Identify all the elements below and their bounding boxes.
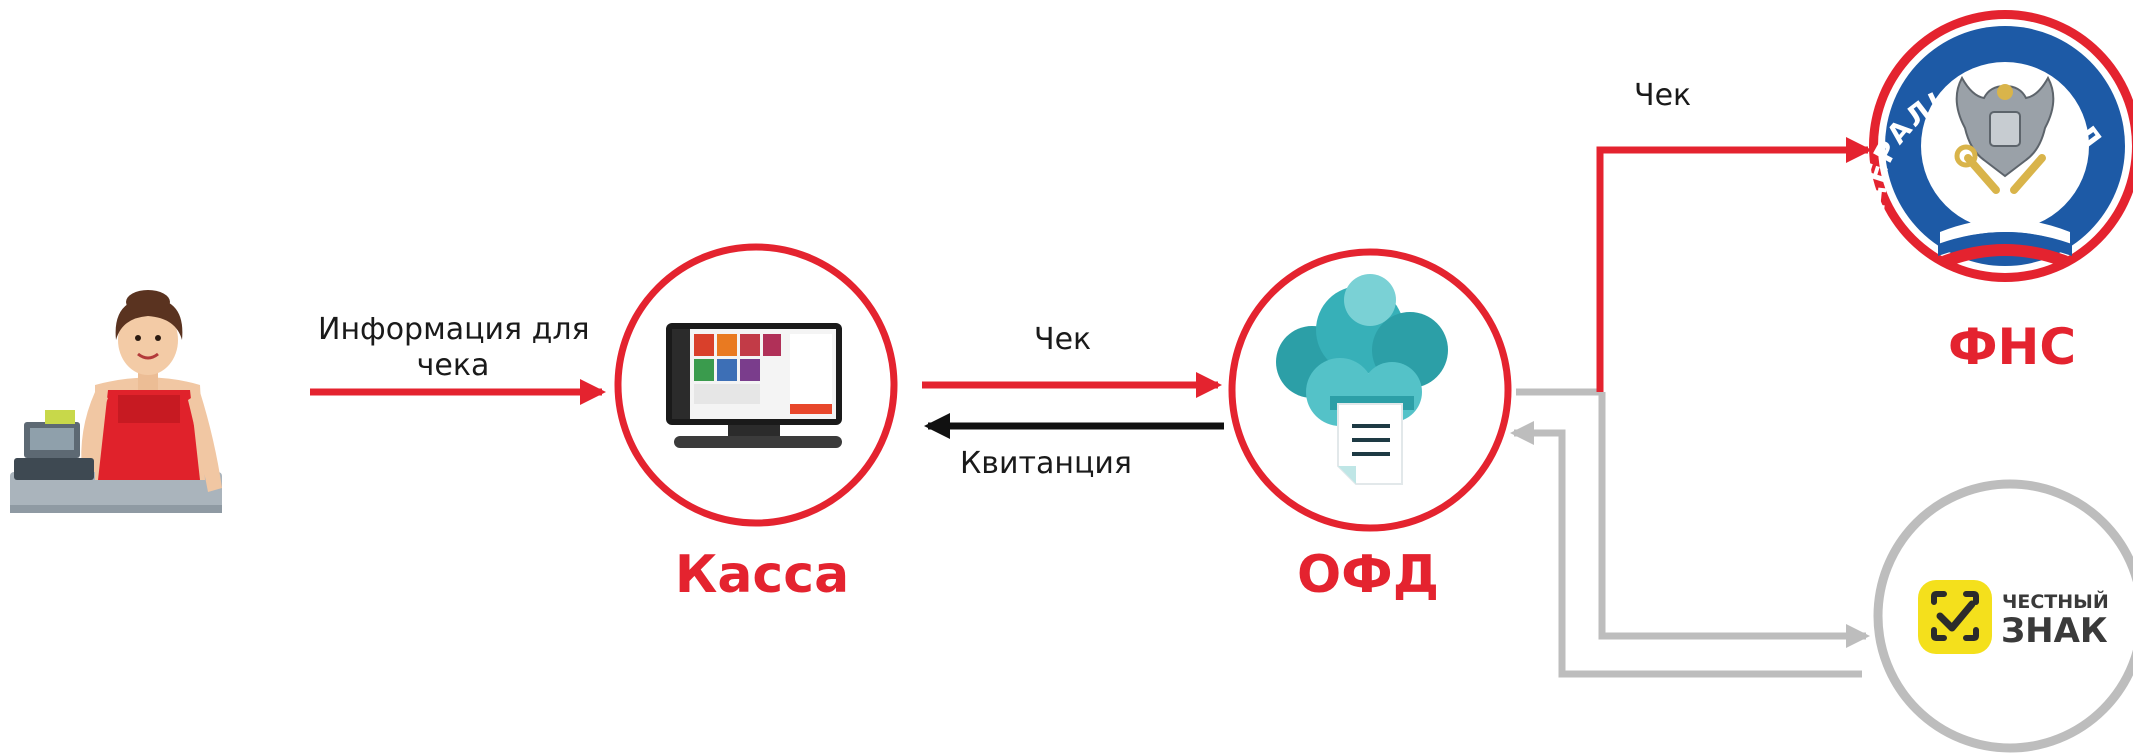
ofd-circle (1228, 248, 1512, 532)
pos-terminal-icon (666, 323, 842, 448)
check-label: Чек (1034, 322, 1092, 357)
info-label-line1: Информация для (318, 312, 590, 347)
receipt-label: Квитанция (960, 446, 1132, 481)
arrow-check-to-fns (1596, 137, 1872, 392)
znak-logo-line2: ЗНАК (2001, 611, 2108, 651)
arrow-znak-to-ofd (1510, 421, 1862, 678)
info-label: Информация для чека (318, 312, 590, 384)
info-label-line2: чека (416, 348, 490, 383)
cashier-woman-illustration-icon (10, 290, 222, 513)
arrow-ofd-to-znak (1598, 392, 1870, 648)
znak-logo-line1: ЧЕСТНЫЙ (2002, 590, 2109, 613)
fns-emblem-icon: ФЕДЕРАЛЬНАЯ НАЛОГОВАЯ СЛУЖБА (0, 0, 2133, 282)
kassa-title: Касса (675, 545, 849, 605)
ofd-title: ОФД (1297, 545, 1439, 605)
cloud-receipt-icon (1276, 274, 1448, 485)
fns-check-label: Чек (1634, 78, 1692, 113)
znak-circle (1873, 479, 2133, 753)
kassa-circle (614, 243, 898, 527)
fns-emblem-text: ФЕДЕРАЛЬНАЯ НАЛОГОВАЯ СЛУЖБА (0, 0, 2108, 266)
chestny-znak-logo-icon (1918, 580, 1992, 654)
fns-title: ФНС (1948, 318, 2076, 376)
